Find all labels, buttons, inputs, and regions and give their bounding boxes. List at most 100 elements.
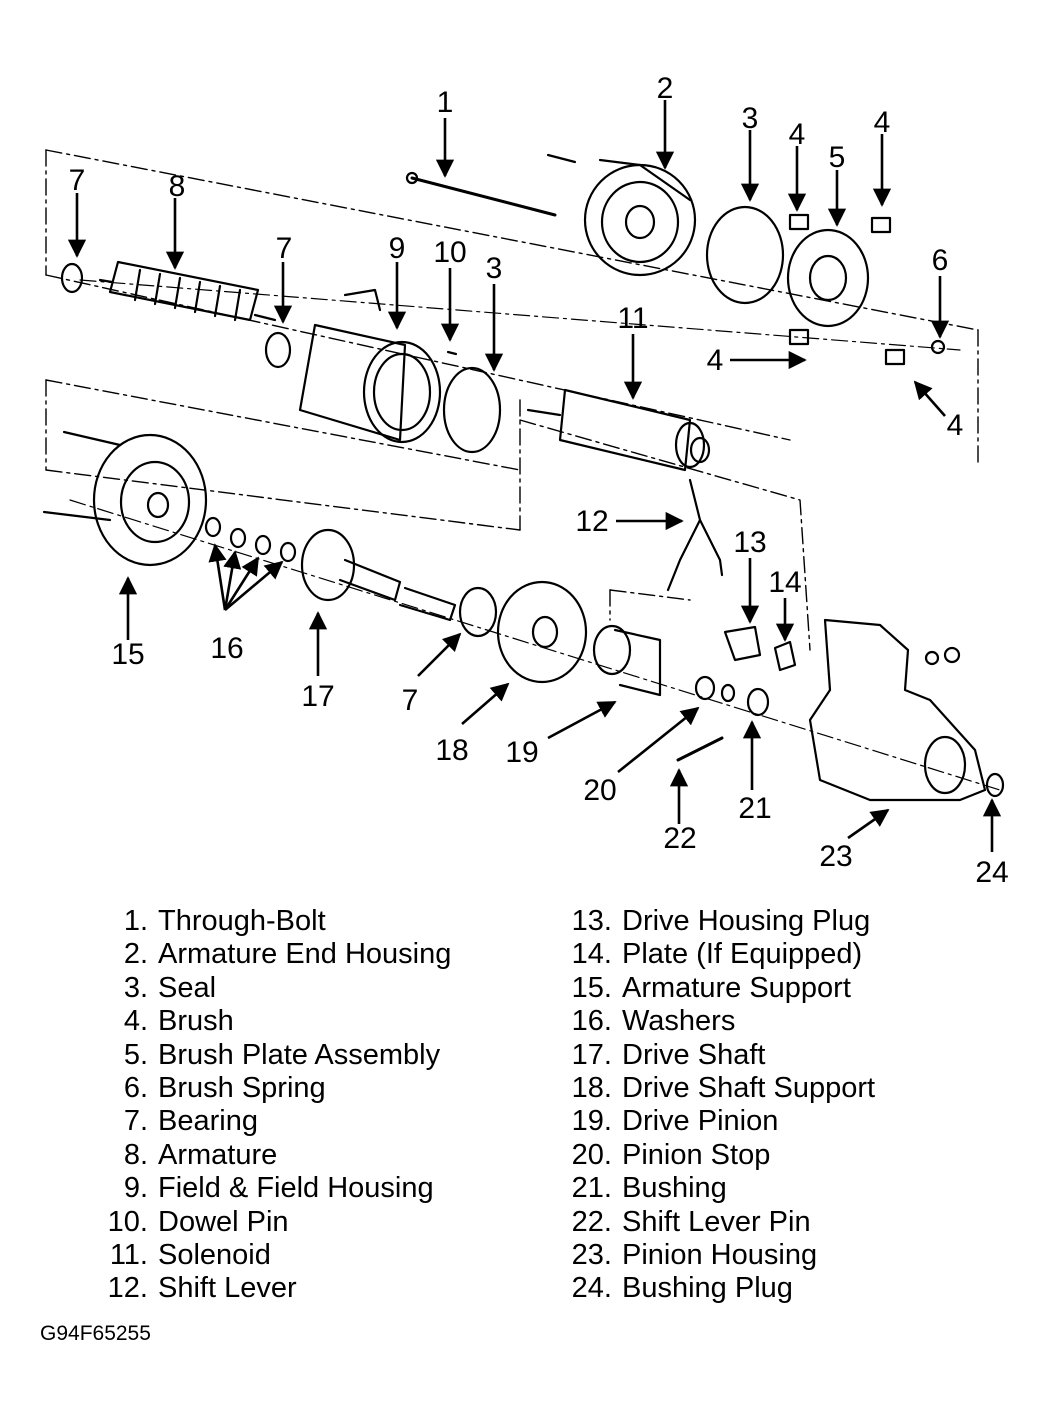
- legend-number: 18.: [571, 1071, 612, 1104]
- legend-item: 1. Through-Bolt: [96, 905, 451, 938]
- shift-lever: [666, 478, 724, 592]
- leader-arrows: [67, 100, 1002, 852]
- support-bolt-upper: [62, 430, 122, 447]
- solenoid: [558, 388, 711, 472]
- armature-support: [92, 433, 208, 567]
- legend-item: 20.Pinion Stop: [560, 1139, 875, 1172]
- legend-label: Drive Housing Plug: [622, 905, 871, 937]
- callout-3: 3: [486, 252, 503, 285]
- legend-number: 13.: [571, 905, 612, 937]
- legend-label: Dowel Pin: [158, 1205, 289, 1238]
- legend-number: 11.: [109, 1238, 148, 1271]
- legend-label: Seal: [158, 971, 217, 1004]
- callout-10: 10: [433, 236, 466, 269]
- legend-right-column: 13. Drive Housing Plug 14.Plate (If Equip…: [560, 905, 875, 1306]
- legend-item: 7.Bearing: [96, 1105, 451, 1138]
- armature-end-housing: [583, 158, 697, 277]
- legend-left-column: 1. Through-Bolt 2. Armature End Housing 3.…: [96, 905, 452, 1306]
- legend-number: 21.: [571, 1172, 612, 1205]
- legend-item: 12.Shift Lever: [96, 1272, 451, 1305]
- pinion-stop-ring: [720, 683, 736, 703]
- legend-label: Washers: [622, 1005, 736, 1038]
- legend-label: Bearing: [158, 1105, 258, 1138]
- callout-11: 11: [617, 302, 648, 335]
- legend-item: 14.Plate (If Equipped): [560, 938, 875, 971]
- figure-code: G94F65255: [40, 1322, 151, 1345]
- callout-2: 2: [657, 72, 674, 105]
- drive-shaft: [300, 528, 457, 622]
- legend-number: 5.: [123, 1038, 148, 1071]
- seal-lower: [442, 366, 502, 454]
- through-bolt-head: [405, 171, 419, 185]
- legend-number: 2.: [123, 938, 148, 971]
- legend-number: 22.: [571, 1205, 612, 1238]
- drive-pinion: [592, 624, 662, 697]
- bushing: [746, 687, 770, 717]
- legend-number: 8.: [123, 1138, 148, 1171]
- legend-label: Shift Lever: [158, 1272, 297, 1305]
- callout-7: 7: [69, 164, 86, 197]
- solenoid-screw: [526, 408, 562, 417]
- housing-screw: [546, 153, 577, 164]
- legend-label: Pinion Housing: [622, 1238, 818, 1271]
- callout-3: 3: [742, 102, 759, 135]
- legend-item: 5. Brush Plate Assembly: [96, 1039, 451, 1072]
- callout-24: 24: [975, 856, 1008, 889]
- support-bolt-lower: [42, 510, 112, 522]
- legend-label: Shift Lever Pin: [622, 1205, 811, 1238]
- legend-number: 10.: [107, 1205, 148, 1238]
- through-bolt: [410, 176, 557, 217]
- legend-item: 2. Armature End Housing: [96, 938, 452, 971]
- shift-lever-pin: [676, 736, 724, 762]
- drive-shaft-support: [496, 580, 588, 684]
- legend-label: Drive Shaft: [622, 1038, 766, 1071]
- legend-label: Brush Plate Assembly: [158, 1038, 441, 1071]
- legend-item: 11. Solenoid: [96, 1239, 451, 1272]
- callout-4: 4: [874, 106, 891, 139]
- legend-item: 6.Brush Spring: [96, 1072, 451, 1105]
- legend-item: 17. Drive Shaft: [560, 1039, 875, 1072]
- legend-number: 15.: [571, 971, 612, 1004]
- callout-15: 15: [111, 638, 144, 671]
- legend-number: 3.: [123, 971, 148, 1004]
- legend-label: Solenoid: [158, 1238, 271, 1271]
- legend-label: Armature Support: [622, 971, 851, 1004]
- callout-20: 20: [583, 774, 616, 807]
- exploded-starter-diagram: 1 2 3 4 4 5 7 8 7 9 10 3 6 11 4 4 12 13 …: [42, 72, 1009, 889]
- legend-item: 19.Drive Pinion: [560, 1105, 875, 1138]
- legend-number: 1.: [123, 905, 148, 937]
- legend-label: Drive Shaft Support: [622, 1071, 876, 1104]
- legend-number: 4.: [123, 1005, 148, 1038]
- legend-label: Through-Bolt: [158, 905, 326, 937]
- pinion-housing: [808, 618, 987, 802]
- legend-label: Plate (If Equipped): [622, 938, 863, 971]
- legend-item: 16. Washers: [560, 1005, 875, 1038]
- callout-8: 8: [169, 170, 186, 203]
- callout-21: 21: [738, 792, 771, 825]
- legend-item: 8.Armature: [96, 1139, 451, 1172]
- callout-23: 23: [819, 840, 852, 873]
- callout-4: 4: [947, 409, 964, 442]
- callout-13: 13: [733, 526, 766, 559]
- armature: [98, 260, 277, 322]
- callout-12: 12: [575, 505, 608, 538]
- legend-item: 22. Shift Lever Pin: [560, 1206, 875, 1239]
- legend-label: Field & Field Housing: [158, 1172, 434, 1205]
- housing-nut: [924, 650, 940, 666]
- plate: [773, 640, 797, 672]
- callout-18: 18: [435, 734, 468, 767]
- legend-number: 9.: [123, 1172, 148, 1205]
- callout-9: 9: [389, 232, 406, 265]
- legend-number: 16.: [571, 1005, 612, 1038]
- legend-number: 17.: [571, 1038, 612, 1071]
- legend-item: 4. Brush: [96, 1005, 451, 1038]
- legend-label: Armature End Housing: [158, 938, 452, 971]
- legend-label: Drive Pinion: [622, 1105, 779, 1138]
- callout-1: 1: [437, 86, 454, 119]
- callout-6: 6: [932, 244, 949, 277]
- pinion-stop: [694, 675, 716, 701]
- washers: [204, 516, 297, 563]
- legend-item: 23.Pinion Housing: [560, 1239, 875, 1272]
- legend-label: Brush: [158, 1005, 234, 1038]
- callout-7: 7: [402, 684, 419, 717]
